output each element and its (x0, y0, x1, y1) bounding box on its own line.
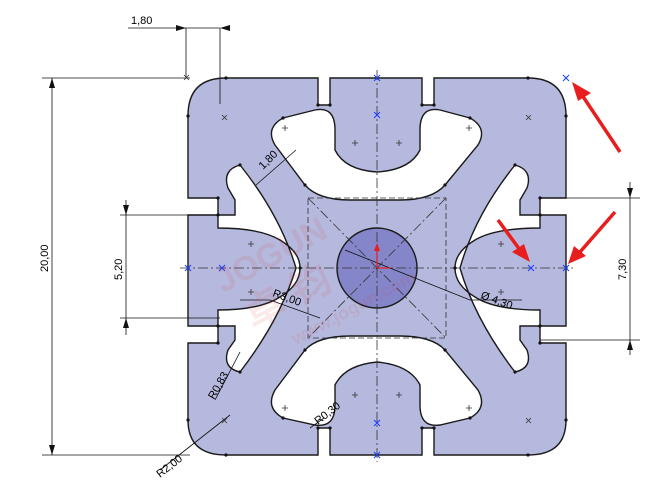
arrow-top-right (580, 94, 622, 153)
vertex-points (186, 76, 568, 457)
dim-right-depth: 7,30 (617, 259, 629, 280)
dimension-arrowheads (49, 25, 633, 455)
dim-top-width: 1,80 (131, 15, 152, 27)
dimension-lines (42, 27, 640, 471)
center-markers (184, 74, 570, 459)
dim-slot-opening: 5,20 (113, 259, 125, 280)
dim-outer-radius: R2,00 (154, 453, 185, 481)
arrow-mid-right (578, 210, 617, 254)
construction-marks (183, 74, 532, 424)
arrow-mid-left (496, 218, 522, 252)
dim-overall-height: 20,00 (39, 244, 51, 272)
origin-axis (374, 243, 390, 269)
annotation-arrows (496, 82, 622, 264)
